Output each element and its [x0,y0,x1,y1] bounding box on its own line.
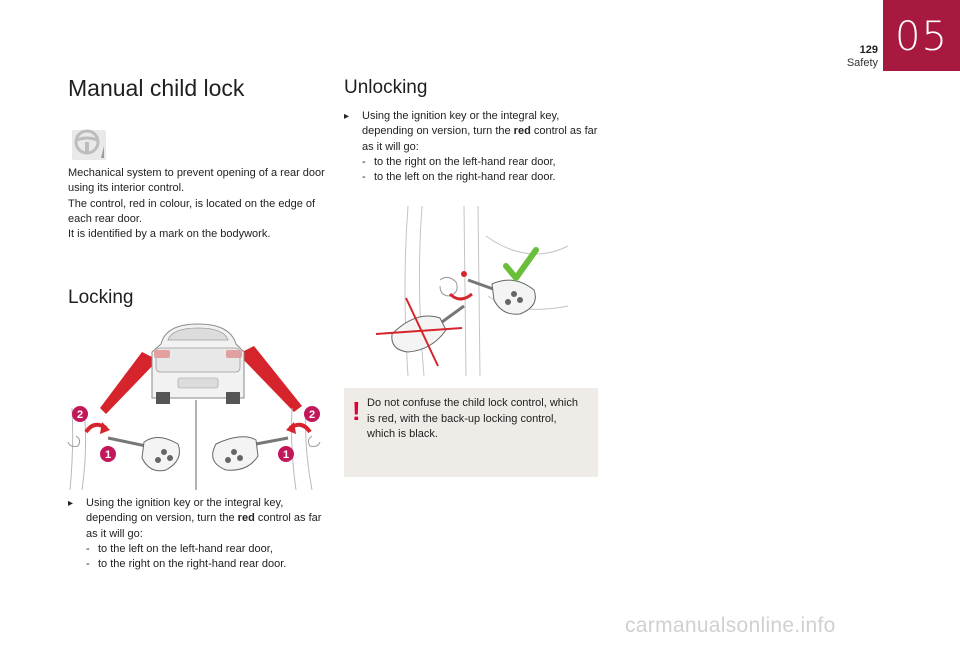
instruction-highlight: red [513,125,531,138]
page-title: Manual child lock [68,75,245,101]
warning-icon: ! [352,396,361,426]
steering-wheel-icon [68,126,110,162]
instruction-tail: control as far as it will go: [86,512,322,540]
callout-number: 2 [77,409,83,421]
instruction-item: to the left on the right-hand rear door. [374,171,556,184]
instruction-item: to the left on the left-hand rear door, [98,542,273,555]
instruction-lead: Using the ignition key or the integral k… [362,110,560,138]
instruction-tail: control as far as it will go: [362,125,598,153]
section-name: Safety [846,57,878,69]
unlocking-instruction: ▸ Using the ignition key or the integral … [344,109,604,185]
locking-heading: Locking [68,287,134,308]
instruction-item: to the right on the left-hand rear door, [374,155,556,168]
intro-line: The control, red in colour, is located o… [68,197,316,225]
warning-box [344,388,598,477]
intro-text: Mechanical system to prevent opening of … [68,166,330,242]
page-number: 129 [859,44,878,56]
unlocking-illustration [368,205,578,377]
callout-number: 2 [309,409,315,421]
instruction-lead: Using the ignition key or the integral k… [86,497,284,525]
callout-number: 1 [105,449,111,461]
callout-number: 1 [283,449,289,461]
instruction-highlight: red [237,512,255,525]
arrow-bullet-icon: ▸ [68,498,74,509]
arrow-bullet-icon: ▸ [344,111,350,122]
instruction-item: to the right on the right-hand rear door… [98,558,287,571]
locking-instruction: ▸ Using the ignition key or the integral … [68,496,330,572]
intro-line: It is identified by a mark on the bodywo… [68,228,271,241]
chapter-number: 05 [895,14,948,60]
unlocking-heading: Unlocking [344,77,428,98]
warning-text: Do not confuse the child lock control, w… [367,397,578,440]
watermark: carmanualsonline.info [625,614,836,637]
chapter-tab [883,0,960,71]
intro-line: Mechanical system to prevent opening of … [68,167,325,195]
locking-illustration: 2 1 1 2 [66,318,332,491]
